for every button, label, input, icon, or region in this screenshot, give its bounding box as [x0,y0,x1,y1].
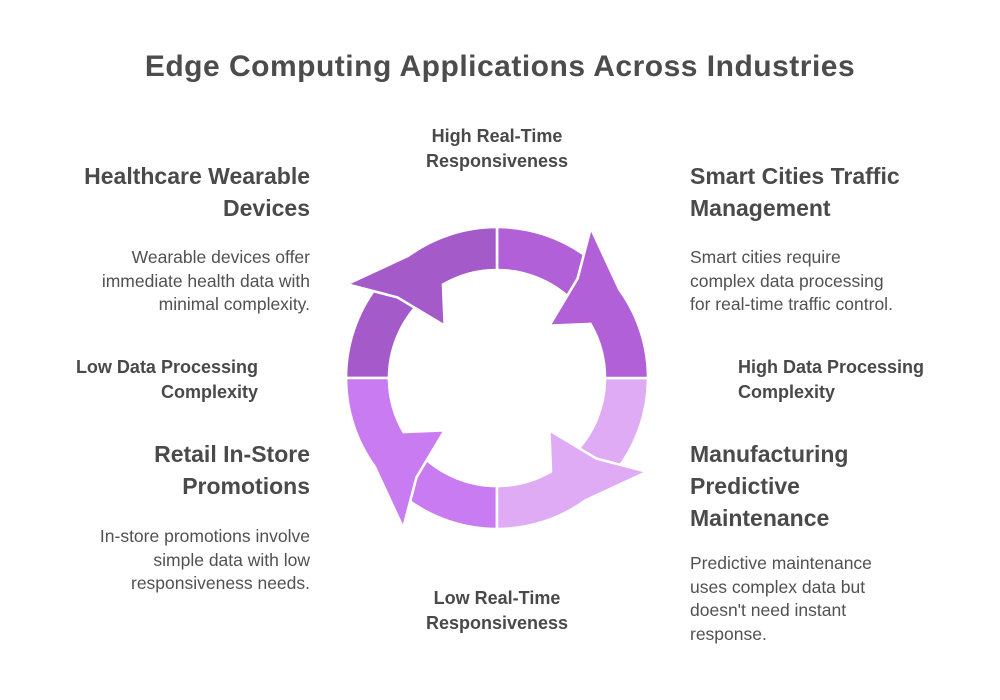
axis-label-right: High Data Processing Complexity [738,357,925,402]
quadrant-body-manufacturing: Predictive maintenance uses complex data… [690,553,872,644]
quadrant-body-healthcare: Wearable devices offer immediate health … [101,247,310,314]
quadrant-body-smart-cities: Smart cities require complex data proces… [690,247,893,314]
quadrant-heading-retail: Retail In-Store Promotions [154,441,310,499]
quadrant-heading-smart-cities: Smart Cities Traffic Management [690,163,900,221]
axis-label-left: Low Data Processing Complexity [75,357,258,402]
axis-label-bottom: Low Real-Time Responsiveness [425,588,569,633]
axis-label-top: High Real-Time Responsiveness [425,126,569,171]
quadrant-heading-healthcare: Healthcare Wearable Devices [84,163,310,221]
cycle-arrows-graphic [343,224,651,532]
diagram-title: Edge Computing Applications Across Indus… [144,50,856,83]
quadrant-body-retail: In-store promotions involve simple data … [99,526,310,593]
quadrant-heading-manufacturing: Manufacturing Predictive Maintenance [690,441,849,531]
